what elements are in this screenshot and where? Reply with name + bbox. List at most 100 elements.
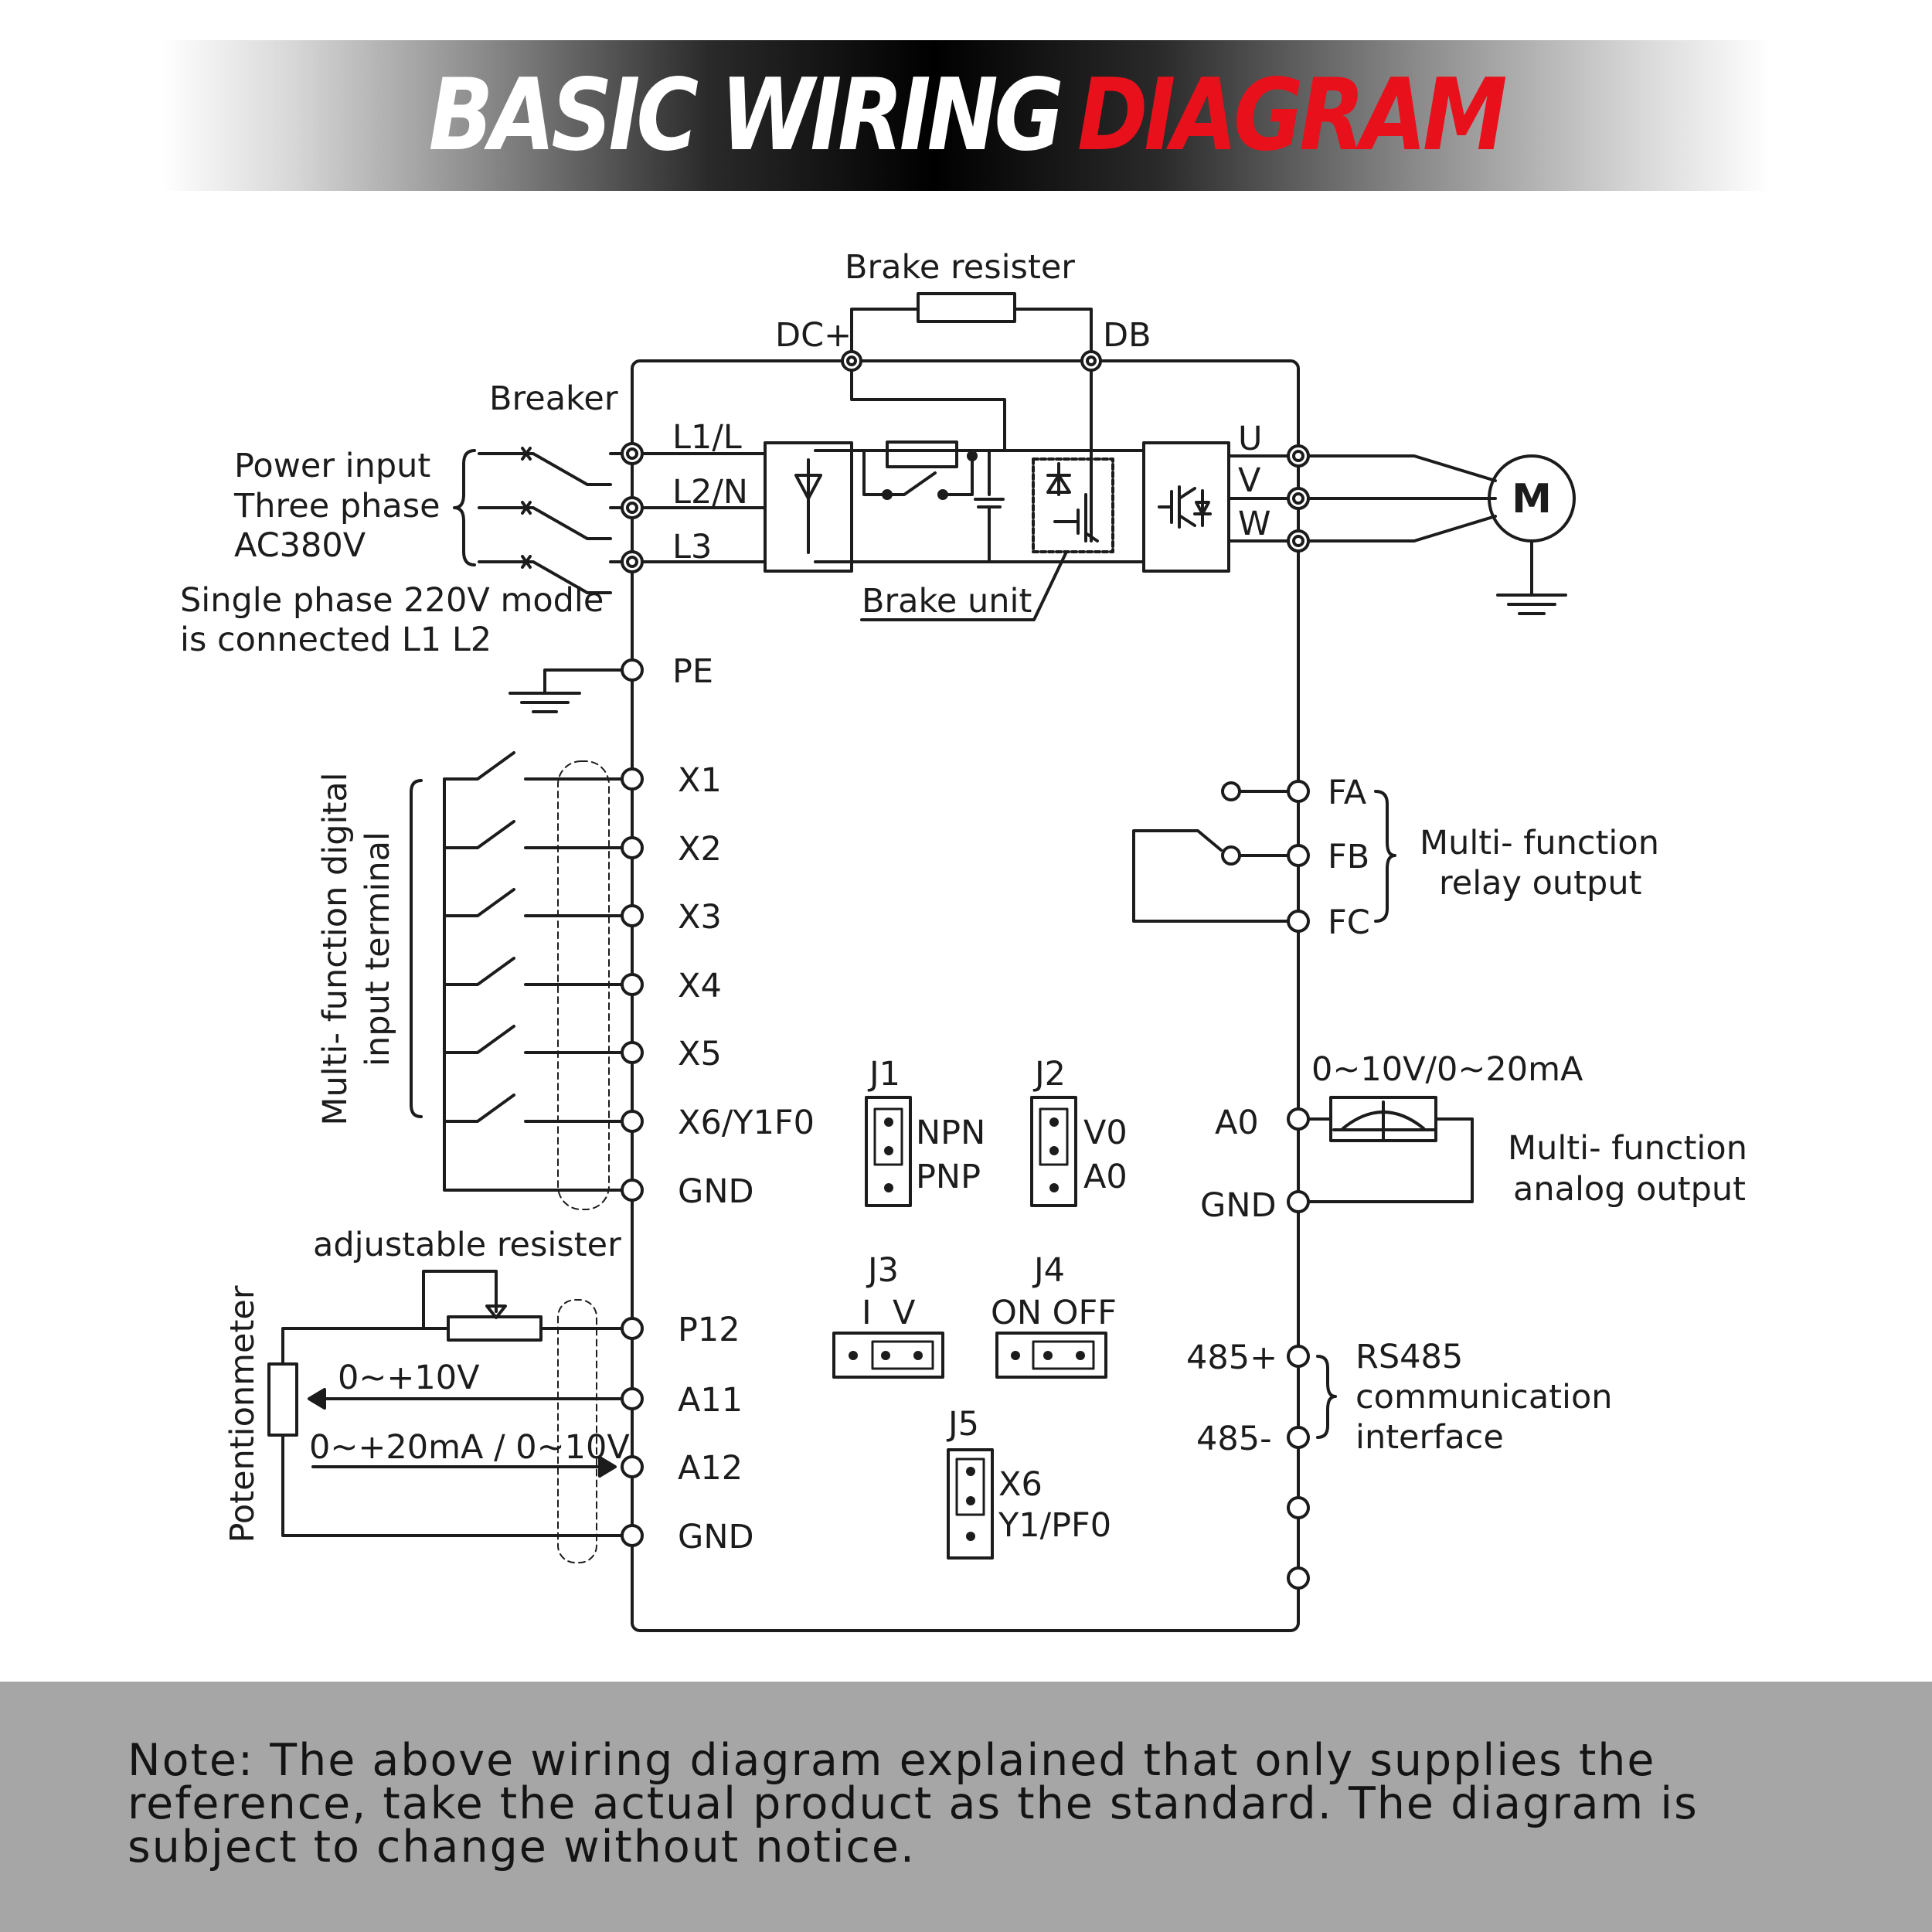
label-a0: A0: [1215, 1104, 1259, 1142]
charge-resistor-wire: [862, 449, 991, 496]
label-dc-plus: DC+: [775, 316, 852, 355]
resister-arrow: [485, 1304, 507, 1319]
igbt-symbol: [1158, 485, 1212, 529]
digital-input-switches: [443, 751, 634, 1123]
label-npn: NPN: [916, 1114, 985, 1152]
label-v: V: [1238, 461, 1261, 500]
label-analog-out-1: Multi- function: [1508, 1129, 1747, 1168]
label-485-plus: 485+: [1186, 1338, 1277, 1377]
motor-wires: [1297, 454, 1497, 543]
jumper-j4: [995, 1332, 1107, 1379]
label-db: DB: [1103, 316, 1151, 355]
terminal-x5: [621, 1041, 644, 1064]
terminals: [621, 350, 1310, 1590]
label-j4-sub: ON OFF: [991, 1294, 1117, 1332]
motor-ground: [1496, 539, 1567, 615]
label-brake-resister: Brake resister: [845, 248, 1075, 287]
label-range-10v: 0~+10V: [338, 1359, 480, 1397]
charge-resistor-symbol: [886, 440, 958, 468]
label-breaker: Breaker: [489, 379, 618, 418]
a12-arrowhead: [598, 1456, 617, 1478]
label-analog-range: 0~10V/0~20mA: [1311, 1050, 1583, 1089]
label-three-phase: Three phase: [233, 487, 440, 526]
brake-unit-box: [1032, 457, 1114, 553]
label-fb: FB: [1328, 838, 1369, 876]
terminal-a12: [621, 1455, 644, 1478]
label-gnd-output: GND: [1200, 1186, 1277, 1225]
label-relay-1: Multi- function: [1420, 824, 1659, 862]
relay-brace: [1374, 790, 1396, 923]
title-part-basic-wiring: BASIC WIRING: [428, 58, 1064, 173]
power-input-brace: [453, 449, 476, 566]
terminal-x4: [621, 973, 644, 996]
label-j4: J4: [1032, 1251, 1065, 1290]
brake-resistor-wire: [850, 308, 1093, 362]
breaker-x-marks: [521, 447, 532, 569]
breaker-switches: [478, 452, 634, 594]
label-l3: L3: [672, 528, 712, 566]
label-x6-jumper: X6: [998, 1465, 1043, 1504]
terminal-pe: [621, 658, 644, 682]
jumper-pins: [849, 1117, 1085, 1541]
label-l1: L1/L: [672, 418, 742, 457]
analog-output-wires: [1297, 1117, 1474, 1203]
label-a0-jumper: A0: [1083, 1158, 1128, 1196]
label-a12: A12: [678, 1449, 743, 1488]
terminal-gnd-output: [1287, 1190, 1310, 1213]
adjustable-resister-symbol: [447, 1315, 543, 1342]
label-adjustable-resister: adjustable resister: [313, 1226, 621, 1264]
rectifier-block: [764, 441, 853, 573]
label-gnd-analog: GND: [678, 1518, 754, 1556]
igbt-block: [1142, 441, 1230, 573]
terminal-x3: [621, 904, 644, 927]
label-j1: J1: [867, 1055, 900, 1094]
label-digital-input-1: Multi- function digital: [316, 772, 355, 1125]
terminal-fb: [1287, 844, 1310, 867]
label-v0: V0: [1083, 1114, 1128, 1152]
label-interface: interface: [1355, 1418, 1504, 1457]
terminal-a0: [1287, 1107, 1310, 1131]
rs485-brace: [1316, 1355, 1337, 1439]
label-p12: P12: [678, 1311, 740, 1349]
analog-meter-dial: [1332, 1100, 1435, 1142]
terminal-gnd-analog: [621, 1524, 644, 1547]
rectifier-diode: [794, 458, 822, 554]
label-x2: X2: [678, 830, 722, 869]
label-fc: FC: [1328, 903, 1370, 942]
disclaimer-note: Note: The above wiring diagram explained…: [128, 1735, 1699, 1872]
label-u: U: [1238, 420, 1262, 458]
label-pe: PE: [672, 652, 713, 691]
label-j3-sub: I V: [862, 1294, 916, 1332]
label-fa: FA: [1328, 774, 1367, 812]
title-part-diagram: DIAGRAM: [1077, 58, 1507, 173]
a11-arrowhead: [308, 1388, 326, 1410]
label-relay-2: relay output: [1439, 864, 1641, 903]
terminal-485-plus: [1287, 1345, 1310, 1368]
p12-wire: [281, 1327, 634, 1366]
label-w: W: [1238, 505, 1271, 543]
adjustable-resister-wire: [422, 1270, 498, 1330]
jumper-j5: [947, 1448, 994, 1560]
terminal-x2: [621, 836, 644, 859]
jumper-j1: [865, 1096, 912, 1207]
potentiometer-symbol: [267, 1362, 298, 1437]
terminal-x1: [621, 767, 644, 791]
pot-gnd-wire: [281, 1434, 634, 1537]
analog-shield: [557, 1299, 597, 1563]
brake-unit-pointer: [860, 550, 1068, 621]
terminal-spare-1: [1287, 1496, 1310, 1519]
label-communication: communication: [1355, 1378, 1613, 1417]
label-range-20ma: 0~+20mA / 0~10V: [309, 1428, 630, 1467]
digital-shield: [557, 760, 610, 1210]
label-brake-unit: Brake unit: [862, 582, 1032, 621]
terminal-fc: [1287, 910, 1310, 933]
title-banner: [162, 40, 1770, 191]
brake-unit-internals: [1046, 462, 1099, 543]
pe-ground: [509, 668, 634, 713]
label-single-phase-connected: is connected L1 L2: [180, 621, 492, 659]
brake-resistor-symbol: [917, 292, 1016, 323]
label-l2: L2/N: [672, 473, 748, 512]
label-power-input: Power input: [234, 447, 430, 485]
label-x5: X5: [678, 1035, 722, 1073]
